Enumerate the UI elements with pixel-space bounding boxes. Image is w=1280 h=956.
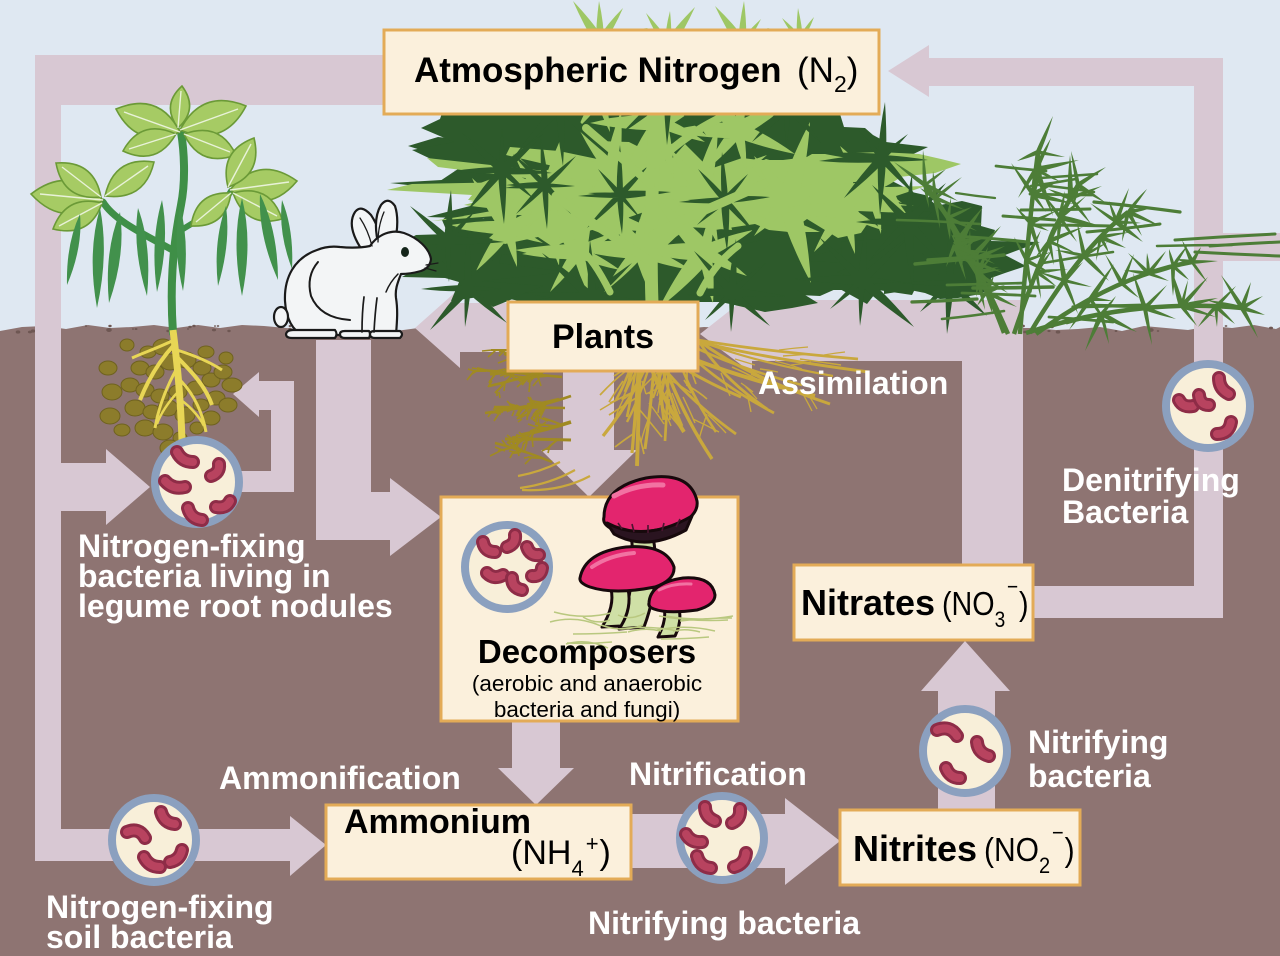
svg-text:bacteria living in: bacteria living in	[78, 558, 331, 594]
svg-text:Nitrogen-fixing: Nitrogen-fixing	[46, 889, 274, 925]
svg-text:Ammonium: Ammonium	[344, 803, 531, 841]
svg-text:Decomposers: Decomposers	[478, 633, 696, 670]
svg-text:Denitrifying: Denitrifying	[1062, 462, 1240, 498]
svg-text:Ammonification: Ammonification	[219, 760, 461, 796]
svg-text:bacteria: bacteria	[1028, 758, 1151, 794]
svg-text:Plants: Plants	[552, 318, 654, 356]
svg-text:bacteria and fungi): bacteria and fungi)	[494, 697, 680, 722]
svg-text:legume root nodules: legume root nodules	[78, 588, 393, 624]
svg-text:Nitrification: Nitrification	[629, 756, 807, 792]
svg-text:Bacteria: Bacteria	[1062, 494, 1189, 530]
svg-text:Nitrites: Nitrites	[853, 828, 977, 869]
svg-text:Nitrates: Nitrates	[801, 582, 935, 623]
svg-text:soil bacteria: soil bacteria	[46, 919, 233, 955]
svg-text:(N2): (N2)	[797, 51, 858, 97]
svg-text:(aerobic and anaerobic: (aerobic and anaerobic	[472, 671, 702, 696]
svg-text:Nitrogen-fixing: Nitrogen-fixing	[78, 528, 306, 564]
svg-text:Nitrifying: Nitrifying	[1028, 724, 1168, 760]
svg-text:Atmospheric Nitrogen: Atmospheric Nitrogen	[414, 51, 782, 90]
svg-text:Nitrifying bacteria: Nitrifying bacteria	[588, 905, 860, 941]
svg-text:Assimilation: Assimilation	[758, 365, 948, 401]
